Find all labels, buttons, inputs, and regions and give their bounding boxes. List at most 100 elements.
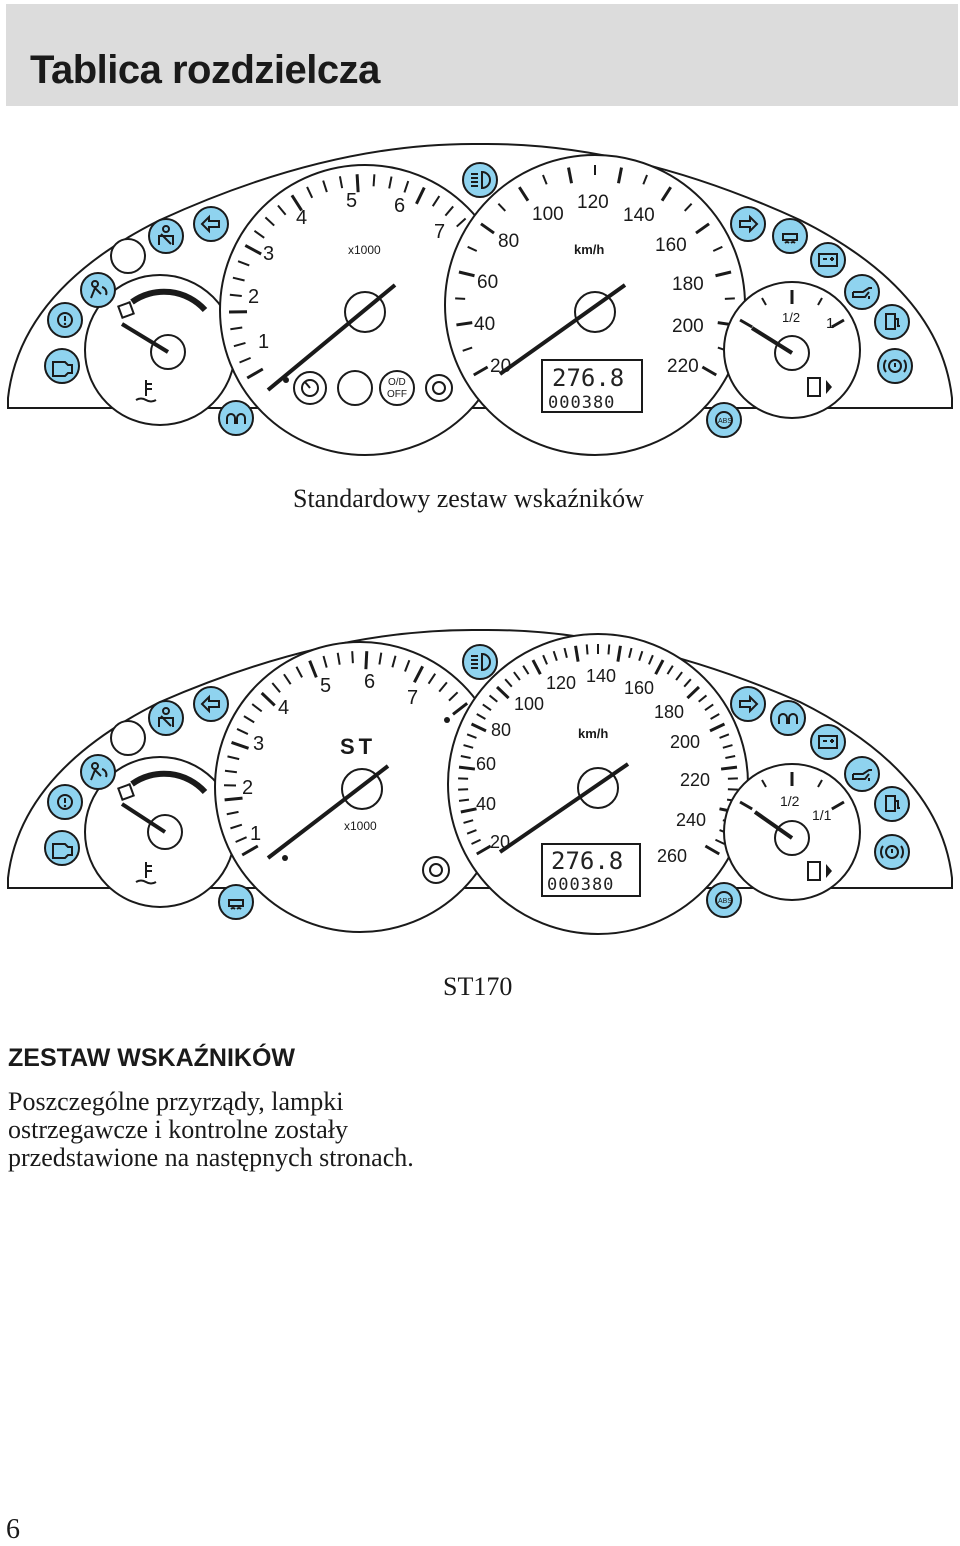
- cluster-standard: 1 2 3 4 5 6 7 x1000 O/D OFF 20 40 60 80 …: [0, 140, 960, 460]
- tick-mark: [336, 652, 341, 665]
- tick-mark: [473, 365, 489, 377]
- fuel-ticks: [739, 290, 845, 329]
- cluster-st170: 1 2 3 4 5 6 7 ST x1000 20 40 60 80 100 1…: [0, 622, 960, 942]
- tick-mark: [476, 844, 492, 856]
- abs-icon: ABS: [706, 402, 742, 438]
- svg-text:6: 6: [364, 671, 375, 693]
- tick-mark: [306, 186, 314, 199]
- tick-mark: [236, 728, 249, 735]
- tick-mark: [391, 655, 397, 668]
- tach-dot: [283, 377, 289, 383]
- tick-mark: [683, 202, 693, 212]
- page-title: Tablica rozdzielcza: [30, 48, 380, 92]
- tach-label: 6: [394, 195, 405, 217]
- brake-warning-icon: [874, 834, 910, 870]
- svg-text:276.8: 276.8: [551, 847, 623, 875]
- tick-mark: [438, 681, 448, 693]
- tick-mark: [722, 744, 733, 749]
- tick-mark: [542, 174, 548, 185]
- tick-mark: [495, 685, 510, 700]
- tick-mark: [260, 691, 276, 707]
- tick-mark: [283, 673, 292, 685]
- tick-mark: [739, 318, 753, 329]
- glow-plug-icon: [770, 700, 806, 736]
- speedometer-labels: 20 40 60 80 100 120 140 160 180 200 220: [474, 192, 704, 377]
- tick-mark: [460, 755, 471, 759]
- tick-mark: [497, 202, 507, 212]
- left-turn-icon: [193, 686, 229, 722]
- tick-mark: [372, 174, 376, 187]
- oil-pressure-icon: [844, 756, 880, 792]
- svg-text:180: 180: [654, 702, 684, 722]
- svg-text:O/D: O/D: [388, 377, 406, 388]
- tick-mark: [308, 660, 318, 678]
- tick-mark: [686, 685, 701, 700]
- tick-mark: [471, 838, 481, 845]
- seatbelt-icon: [148, 700, 184, 736]
- tick-mark: [563, 647, 568, 659]
- tick-mark: [239, 356, 251, 364]
- tick-mark: [720, 765, 738, 771]
- tick-mark: [295, 666, 303, 678]
- svg-text:100: 100: [514, 694, 544, 714]
- tick-mark: [230, 326, 243, 331]
- tick-mark: [704, 844, 720, 856]
- fuel-filler-icon: [874, 304, 910, 340]
- speed-unit: km/h: [578, 726, 608, 741]
- svg-text:40: 40: [476, 794, 496, 814]
- engine-check-icon: [44, 348, 80, 384]
- fuel-ticks: [739, 772, 845, 811]
- temperature-scale: [130, 288, 208, 313]
- tick-mark: [695, 222, 710, 235]
- abs-icon: ABS: [706, 882, 742, 918]
- tick-mark: [817, 297, 823, 306]
- tick-mark: [542, 654, 548, 665]
- section-body: Poszczególne przyrządy, lampki ostrzegaw…: [8, 1088, 708, 1172]
- svg-text:80: 80: [491, 720, 511, 740]
- speed-needle: [498, 762, 630, 854]
- tick-mark: [712, 245, 723, 252]
- tick-mark: [444, 205, 454, 217]
- svg-text:3: 3: [253, 733, 264, 755]
- tick-mark: [378, 652, 383, 665]
- tick-mark: [725, 755, 736, 759]
- tick-mark: [230, 823, 243, 830]
- tick-mark: [648, 654, 654, 665]
- tach-label: 7: [434, 221, 445, 243]
- tick-mark: [719, 733, 730, 739]
- tick-mark: [616, 645, 622, 662]
- tick-mark: [226, 810, 239, 816]
- tick-mark: [241, 844, 259, 857]
- fuel-filler-icon: [874, 786, 910, 822]
- tick-mark: [654, 659, 665, 675]
- svg-text:260: 260: [657, 846, 687, 866]
- svg-text:7: 7: [407, 687, 418, 709]
- svg-text:140: 140: [586, 666, 616, 686]
- tick-mark: [458, 270, 475, 278]
- od-off-indicator: O/D OFF: [379, 370, 415, 406]
- cluster-standard-drawing: 1 2 3 4 5 6 7 x1000 O/D OFF 20 40 60 80 …: [7, 142, 953, 456]
- trip-reset-button[interactable]: [422, 856, 450, 884]
- tick-mark: [683, 678, 692, 688]
- tick-mark: [463, 819, 474, 824]
- svg-text:100: 100: [532, 204, 564, 225]
- tick-mark: [607, 644, 611, 655]
- tach-needle: [266, 764, 390, 860]
- tick-mark: [513, 671, 521, 681]
- tach-label: 5: [346, 190, 357, 212]
- tick-mark: [224, 796, 243, 802]
- glow-plug-icon: [218, 400, 254, 436]
- svg-text:200: 200: [670, 732, 700, 752]
- svg-text:220: 220: [667, 356, 699, 377]
- svg-text:160: 160: [655, 235, 687, 256]
- trip-reset-button[interactable]: [425, 374, 453, 402]
- caption-standard: Standardowy zestaw wskaźników: [293, 484, 644, 513]
- svg-text:160: 160: [624, 678, 654, 698]
- tick-mark: [710, 713, 720, 720]
- tick-mark: [817, 779, 823, 788]
- tick-mark: [675, 671, 683, 681]
- svg-text:OFF: OFF: [387, 389, 407, 400]
- tick-mark: [709, 722, 726, 733]
- tick-mark: [404, 659, 411, 672]
- tick-mark: [456, 217, 467, 228]
